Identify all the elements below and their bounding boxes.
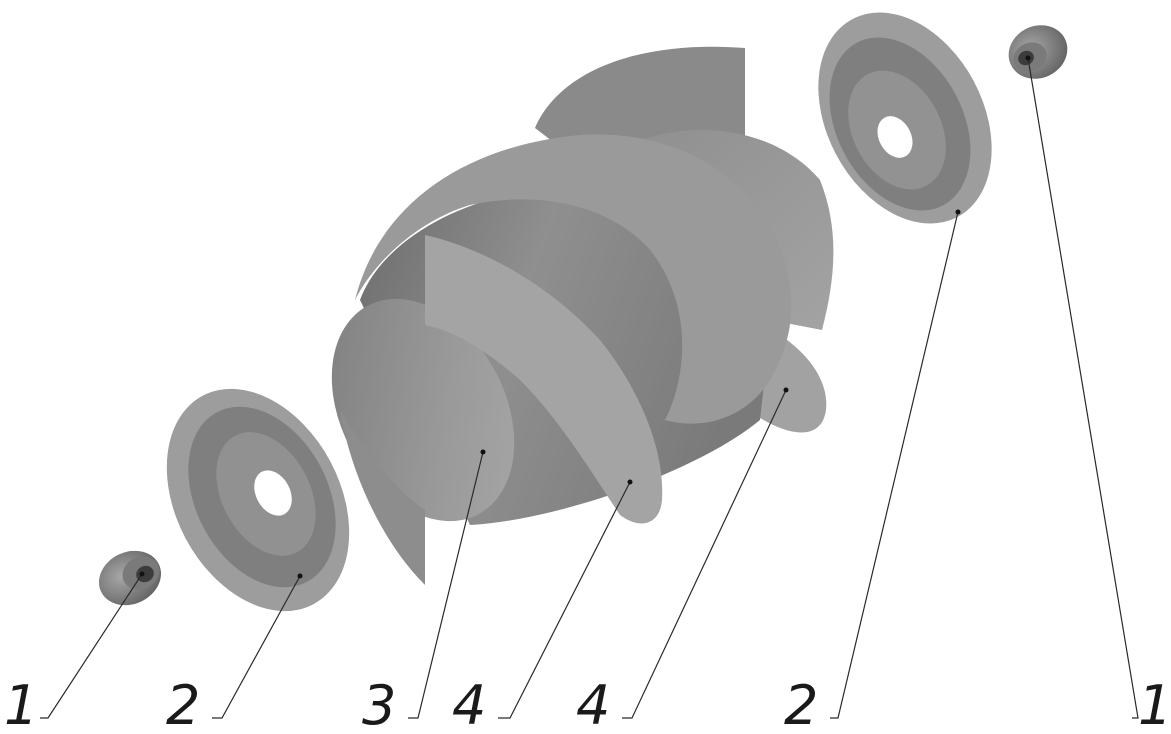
leader-1-right (1027, 57, 1139, 719)
end-disc-right (818, 12, 992, 224)
callout-core: 3 (362, 674, 396, 734)
leader-3 (408, 451, 484, 719)
helical-blade-front (340, 134, 792, 585)
callout-blade-back: 4 (576, 674, 610, 734)
callout-blade-front: 4 (452, 674, 486, 734)
leader-1-left (40, 573, 143, 719)
callout-disc-left: 2 (166, 674, 200, 734)
leader-lines (40, 55, 1139, 719)
leader-2-left (212, 575, 301, 719)
callout-labels: 1 2 3 4 4 2 1 (4, 674, 1171, 734)
bushing-left (98, 550, 162, 606)
end-disc-left (166, 388, 350, 612)
callout-disc-right: 2 (784, 674, 818, 734)
leader-4-front (498, 481, 631, 719)
leader-2-right (830, 211, 959, 719)
leader-4-back (622, 389, 787, 719)
callout-bushing-right: 1 (1138, 674, 1171, 734)
callout-bushing-left: 1 (4, 674, 38, 734)
bushing-right (1008, 25, 1068, 79)
